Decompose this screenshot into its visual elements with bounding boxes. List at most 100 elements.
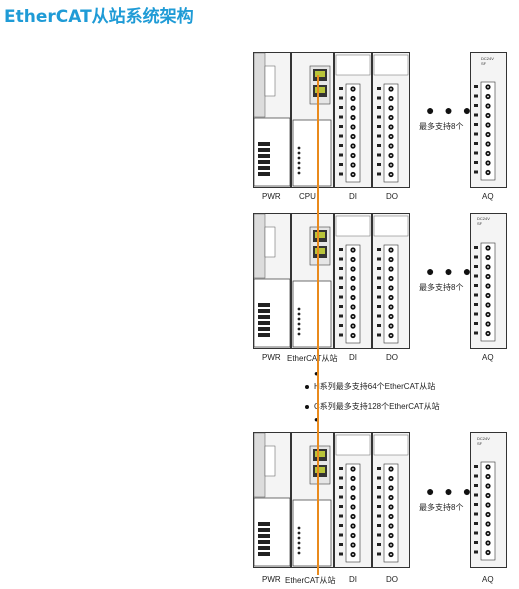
pwr-terminal: [258, 142, 270, 146]
ethercat-slave-label: EtherCAT从站: [285, 576, 336, 585]
terminal-screw-slot: [487, 275, 489, 278]
terminal-screw-slot: [390, 107, 392, 109]
terminal-screw-slot: [487, 247, 489, 249]
port-led: [315, 451, 325, 457]
status-led: [297, 171, 301, 175]
terminal-screw-slot: [352, 506, 354, 508]
terminal-screw-slot: [390, 258, 392, 261]
io-led: [377, 295, 381, 299]
do-label: DO: [386, 575, 398, 584]
terminal-screw-slot: [390, 173, 392, 176]
terminal-screw-slot: [390, 315, 392, 318]
io-led: [377, 115, 381, 119]
pwr-terminal: [258, 333, 270, 337]
io-led: [339, 295, 343, 299]
io-led: [339, 134, 343, 138]
io-led: [377, 505, 381, 508]
terminal-screw-slot: [352, 107, 354, 109]
terminal-screw-slot: [352, 249, 354, 251]
io-led: [474, 265, 478, 268]
terminal-screw-slot: [352, 88, 354, 90]
io-led: [474, 541, 478, 544]
pwr-terminal: [258, 315, 270, 319]
max-modules-note: 最多支持8个: [419, 283, 464, 292]
pwr-label: PWR: [262, 192, 281, 201]
terminal-screw-slot: [390, 468, 392, 470]
io-led: [339, 125, 343, 128]
io-led: [339, 314, 343, 318]
terminal-screw-slot: [390, 287, 392, 289]
module-cover: [373, 215, 409, 237]
io-led: [474, 161, 478, 164]
status-led: [297, 156, 301, 160]
io-led: [339, 96, 343, 100]
status-led: [297, 526, 301, 530]
status-led: [297, 531, 301, 535]
terminal-screw-slot: [352, 145, 354, 147]
terminal-screw-slot: [352, 534, 354, 537]
status-led: [297, 541, 301, 545]
io-led: [339, 467, 343, 470]
terminal-screw-slot: [487, 114, 489, 117]
port-led: [315, 87, 325, 93]
pwr-terminal: [258, 160, 270, 164]
pwr-switch: [264, 65, 276, 97]
vertical-ellipsis-icon: ●: [314, 369, 319, 378]
io-led: [474, 493, 478, 497]
io-led: [474, 142, 478, 145]
io-led: [339, 533, 343, 537]
bullet-icon: [305, 384, 309, 389]
terminal-screw-slot: [390, 496, 392, 499]
do-label: DO: [386, 353, 398, 362]
module-cover: [335, 54, 371, 76]
terminal-screw-slot: [390, 544, 392, 546]
terminal-screw-slot: [390, 97, 392, 100]
terminal-screw-slot: [487, 256, 489, 259]
io-led: [377, 96, 381, 100]
io-led: [474, 531, 478, 535]
terminal-screw-slot: [352, 544, 354, 546]
pwr-label: PWR: [262, 575, 281, 584]
io-led: [377, 286, 381, 289]
port-led: [315, 71, 325, 77]
terminal-screw-slot: [352, 287, 354, 289]
terminal-screw-slot: [487, 143, 489, 145]
io-led: [377, 248, 381, 251]
io-led: [474, 503, 478, 506]
io-led: [377, 543, 381, 546]
ellipsis-icon: ● ● ●: [426, 263, 475, 279]
ethercat-slave-label: EtherCAT从站: [287, 354, 338, 363]
io-led: [339, 505, 343, 508]
io-led: [377, 333, 381, 337]
status-led: [297, 327, 301, 331]
io-led: [474, 293, 478, 297]
io-led: [339, 514, 343, 518]
io-led: [339, 324, 343, 327]
terminal-screw-slot: [390, 487, 392, 489]
terminal-strip: [383, 463, 399, 563]
terminal-screw-slot: [352, 126, 354, 128]
io-led: [339, 248, 343, 251]
max-modules-note: 最多支持8个: [419, 503, 464, 512]
io-led: [339, 153, 343, 157]
io-led: [474, 474, 478, 478]
io-led: [377, 533, 381, 537]
io-led: [474, 132, 478, 136]
terminal-screw-slot: [487, 285, 489, 287]
status-led: [297, 317, 301, 321]
page-title: EtherCAT从站系统架构: [4, 7, 194, 27]
terminal-screw-slot: [487, 323, 489, 325]
pwr-terminal: [258, 148, 270, 152]
io-led: [339, 305, 343, 308]
terminal-screw-slot: [487, 304, 489, 306]
io-led: [339, 476, 343, 480]
io-led: [474, 170, 478, 174]
io-led: [474, 123, 478, 126]
io-led: [474, 465, 478, 468]
terminal-screw-slot: [352, 97, 354, 100]
terminal-screw-slot: [352, 296, 354, 299]
io-led: [474, 246, 478, 249]
pwr-terminal: [258, 528, 270, 532]
io-led: [377, 495, 381, 499]
